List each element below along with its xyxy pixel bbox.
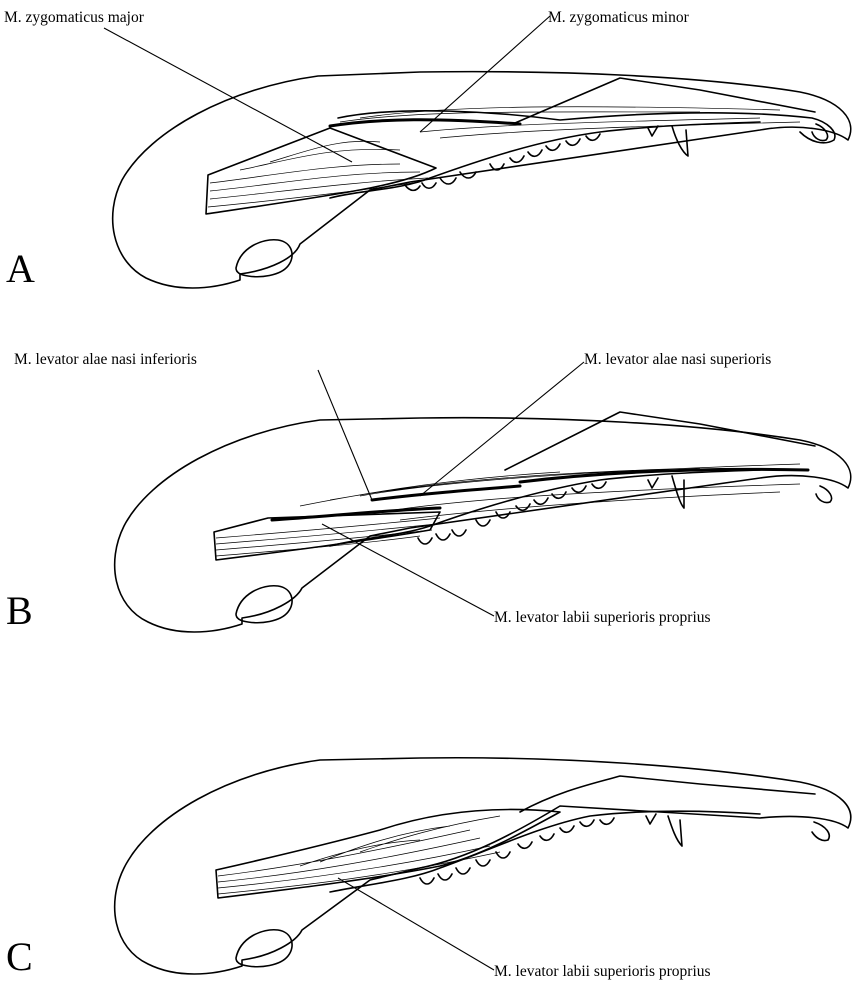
leader-line-alae-nasi-inferioris <box>318 370 372 500</box>
leader-line-alae-nasi-superioris <box>420 362 584 496</box>
head-outline-c <box>115 758 851 974</box>
label-zygomaticus-major: M. zygomaticus major <box>4 9 145 26</box>
label-levator-labii-superioris-b: M. levator labii superioris proprius <box>494 609 711 626</box>
panel-letter-c: C <box>6 934 33 979</box>
leader-line-levator-labii-c <box>338 878 494 970</box>
panel-c: M. levator labii superioris proprius C <box>6 758 851 980</box>
panel-b: M. levator alae nasi inferioris M. levat… <box>6 351 851 633</box>
zygomaticus-major-muscle <box>206 128 436 214</box>
label-levator-alae-nasi-superioris: M. levator alae nasi superioris <box>584 351 771 368</box>
label-levator-alae-nasi-inferioris: M. levator alae nasi inferioris <box>14 351 197 368</box>
panel-letter-a: A <box>6 246 35 291</box>
leader-line-zygomaticus-major <box>104 28 352 162</box>
head-outline-a <box>113 72 851 288</box>
label-zygomaticus-minor: M. zygomaticus minor <box>548 9 690 26</box>
panel-a: M. zygomaticus major M. zygomaticus mino… <box>4 9 851 291</box>
leader-line-zygomaticus-minor <box>420 16 550 132</box>
panel-letter-b: B <box>6 588 33 633</box>
label-levator-labii-superioris-c: M. levator labii superioris proprius <box>494 963 711 980</box>
